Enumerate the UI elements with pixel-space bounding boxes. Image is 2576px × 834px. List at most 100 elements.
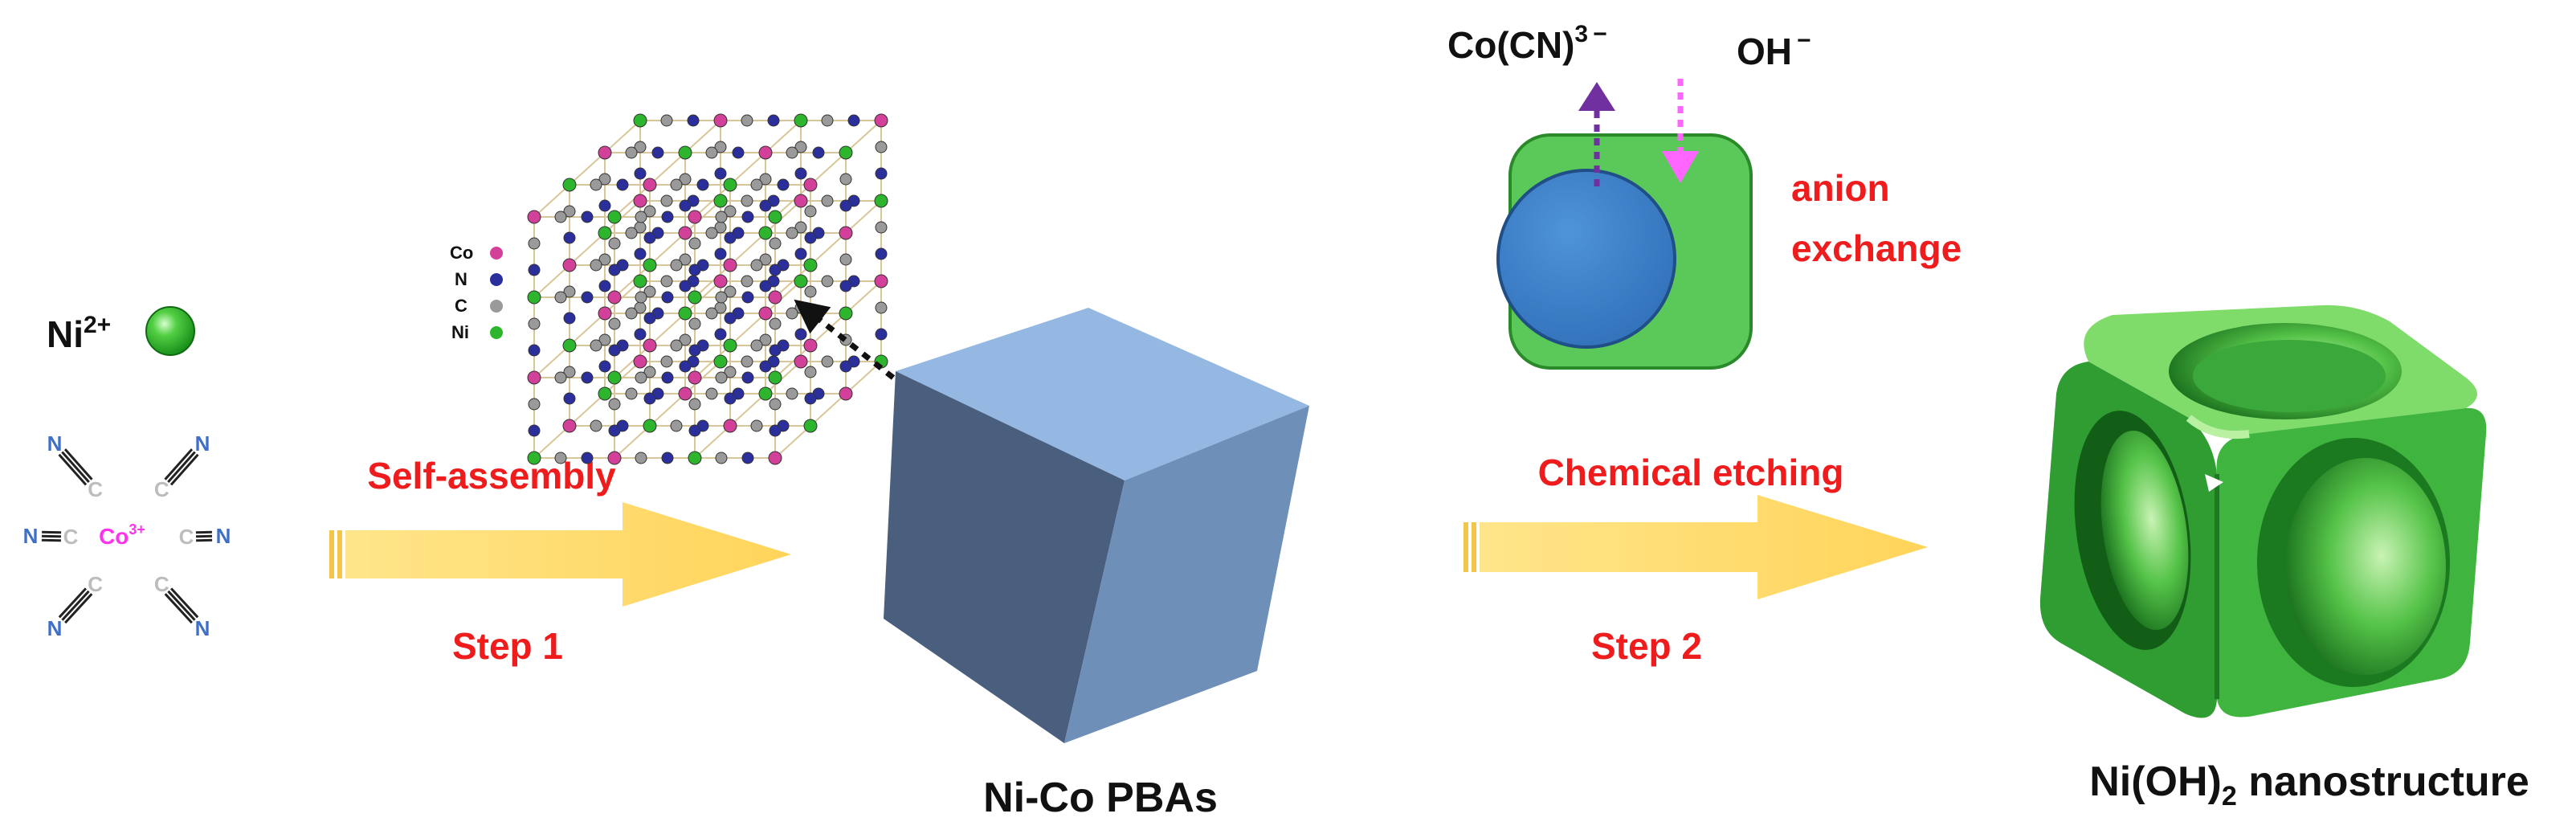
lattice-c-atom xyxy=(608,237,621,250)
lattice-c-atom xyxy=(741,355,753,368)
lattice-c-atom xyxy=(759,253,772,266)
lattice-ni-atom xyxy=(607,370,622,385)
lattice-n-atom xyxy=(608,424,621,437)
lattice-n-atom xyxy=(741,371,754,384)
lattice-n-atom xyxy=(661,452,674,464)
lattice-c-atom xyxy=(554,452,567,464)
lattice-c-atom xyxy=(705,307,718,320)
ni-ion-label: Ni2+ xyxy=(47,312,111,355)
lattice-grid-line xyxy=(614,120,721,218)
lattice-c-atom xyxy=(590,419,602,432)
lattice-n-atom xyxy=(741,452,754,464)
lattice-c-atom xyxy=(759,173,772,186)
lattice-n-atom xyxy=(875,328,888,341)
lattice-n-atom xyxy=(839,199,852,212)
lattice-c-atom xyxy=(821,355,834,368)
lattice-c-atom xyxy=(670,259,683,272)
ligand-carbon-label: C xyxy=(88,477,103,501)
triple-bond-line xyxy=(167,590,196,621)
lattice-co-atom xyxy=(758,306,773,321)
lattice-ni-atom xyxy=(713,194,728,208)
lattice-c-atom xyxy=(660,194,673,207)
lattice-n-atom xyxy=(794,247,807,260)
triple-bond-line xyxy=(169,453,199,486)
lattice-ni-atom xyxy=(643,258,657,272)
lattice-n-atom xyxy=(777,178,790,191)
lattice-c-atom xyxy=(625,227,638,239)
step1-process-label: Self-assembly xyxy=(367,455,616,497)
lattice-n-atom xyxy=(794,167,807,180)
lattice-n-atom xyxy=(634,167,647,180)
lattice-grid-line xyxy=(774,361,882,459)
lattice-n-atom xyxy=(661,291,674,304)
ligand-carbon-label: C xyxy=(63,525,79,549)
lattice-n-atom xyxy=(839,360,852,373)
lattice-n-atom xyxy=(767,114,780,127)
svg-text:Ni2+: Ni2+ xyxy=(47,312,111,355)
lattice-c-atom xyxy=(660,114,673,127)
lattice-co-atom xyxy=(713,113,728,128)
lattice-c-atom xyxy=(563,205,576,218)
step2-arrow xyxy=(1464,495,1928,599)
lattice-n-atom xyxy=(563,392,576,405)
lattice-c-atom xyxy=(804,285,817,298)
lattice-ni-atom xyxy=(633,274,647,288)
lattice-c-atom xyxy=(750,178,763,191)
cobalt-center-label: Co3+ xyxy=(99,521,145,549)
lattice-c-atom xyxy=(563,366,576,378)
ligand-carbon-label: C xyxy=(88,572,103,596)
lattice-n-atom xyxy=(634,328,647,341)
lattice-n-atom xyxy=(608,344,621,357)
lattice-c-atom xyxy=(804,205,817,218)
lattice-n-atom xyxy=(563,312,576,325)
lattice-co-atom xyxy=(803,338,818,353)
lattice-n-atom xyxy=(598,360,611,373)
lattice-n-atom xyxy=(528,344,541,357)
lattice-c-atom xyxy=(804,366,817,378)
lattice-ni-atom xyxy=(803,258,818,272)
legend-c-label: C xyxy=(455,296,467,316)
lattice-ni-atom xyxy=(758,386,773,401)
lattice-c-atom xyxy=(635,291,647,304)
lattice-n-atom xyxy=(875,167,888,180)
ligand-carbon-label: C xyxy=(154,572,169,596)
lattice-c-atom xyxy=(670,339,683,352)
lattice-n-atom xyxy=(563,231,576,244)
lattice-c-atom xyxy=(554,371,567,384)
lattice-c-atom xyxy=(705,227,718,239)
lattice-n-atom xyxy=(769,424,782,437)
lattice-grid-line xyxy=(614,200,721,298)
lattice-ni-atom xyxy=(643,419,657,433)
lattice-n-atom xyxy=(875,247,888,260)
lattice-n-atom xyxy=(847,114,860,127)
step2-process-label: Chemical etching xyxy=(1538,452,1844,493)
lattice-c-atom xyxy=(715,452,728,464)
lattice-n-atom xyxy=(528,424,541,437)
lattice-co-atom xyxy=(794,194,808,208)
step1-label: Step 1 xyxy=(452,625,563,667)
lattice-c-atom xyxy=(598,333,611,346)
lattice-c-atom xyxy=(528,237,541,250)
lattice-co-atom xyxy=(794,354,808,369)
lattice-co-atom xyxy=(768,451,782,465)
lattice-n-atom xyxy=(794,328,807,341)
legend-n-dot xyxy=(490,273,503,286)
lattice-c-atom xyxy=(724,285,737,298)
legend-co-dot xyxy=(490,247,503,260)
lattice-ni-atom xyxy=(527,290,541,305)
lattice-n-atom xyxy=(634,247,647,260)
lattice-c-atom xyxy=(741,194,753,207)
lattice-co-atom xyxy=(688,370,702,385)
lattice-ni-atom xyxy=(527,451,541,465)
legend-c-dot xyxy=(490,300,503,313)
ni-symbol: Ni xyxy=(47,313,84,355)
ligand-nitrogen-label: N xyxy=(23,524,39,548)
ligand-nitrogen-label: N xyxy=(47,616,63,640)
lattice-c-atom xyxy=(679,173,692,186)
lattice-ni-atom xyxy=(678,306,692,321)
lattice-c-atom xyxy=(563,285,576,298)
lattice-n-atom xyxy=(741,211,754,223)
ni-charge: 2+ xyxy=(84,312,111,338)
lattice-c-atom xyxy=(769,398,782,411)
